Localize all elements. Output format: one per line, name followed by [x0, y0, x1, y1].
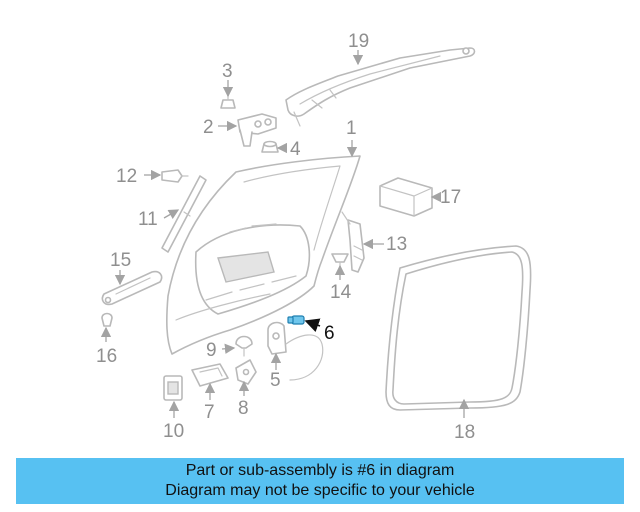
part-15-handle — [101, 270, 163, 306]
callout-8: 8 — [238, 398, 249, 419]
callout-19: 19 — [348, 31, 369, 52]
callout-10: 10 — [163, 421, 184, 442]
part-18-weatherstrip — [385, 245, 532, 411]
callout-13: 13 — [386, 234, 407, 255]
callout-labels: 1 2 3 4 5 6 7 8 9 10 11 12 13 14 15 16 1… — [96, 31, 475, 443]
part-13-actuator — [341, 211, 365, 273]
part-17-module — [379, 177, 433, 217]
part-2-hinge — [237, 113, 277, 147]
callout-3: 3 — [222, 61, 233, 82]
callout-17: 17 — [440, 187, 461, 208]
callout-9: 9 — [206, 340, 217, 361]
vehicle-disclaimer-line: Diagram may not be specific to your vehi… — [165, 482, 475, 499]
part-8-bracket — [235, 359, 257, 385]
part-16-bumper — [101, 312, 113, 327]
callout-4: 4 — [290, 139, 301, 160]
callout-12: 12 — [116, 166, 137, 187]
callout-7: 7 — [204, 402, 215, 423]
callout-15: 15 — [110, 250, 131, 271]
part-1-liftgate — [166, 155, 361, 355]
leader-lines — [100, 50, 470, 418]
part-12-stud — [161, 169, 189, 183]
part-6-screw-highlighted — [287, 315, 305, 325]
part-info-banner: Part or sub-assembly is #6 in diagram Di… — [16, 458, 624, 504]
callout-1: 1 — [346, 118, 357, 139]
part-info-line: Part or sub-assembly is #6 in diagram — [185, 462, 455, 479]
part-11-gas-strut — [161, 175, 207, 253]
callout-14: 14 — [330, 282, 352, 303]
callout-2: 2 — [203, 117, 214, 138]
part-9-clip — [235, 335, 253, 357]
part-7-plate — [191, 363, 229, 387]
callout-11: 11 — [138, 209, 158, 230]
callout-6: 6 — [324, 323, 335, 344]
parts-diagram: 1 2 3 4 5 6 7 8 9 10 11 12 13 14 15 16 1… — [96, 31, 532, 443]
callout-18: 18 — [454, 422, 475, 443]
callout-5: 5 — [270, 370, 281, 391]
part-4-nut — [261, 140, 279, 153]
part-10-switch — [163, 375, 183, 401]
callout-16: 16 — [96, 346, 117, 367]
part-19-trim-rail — [285, 47, 476, 127]
